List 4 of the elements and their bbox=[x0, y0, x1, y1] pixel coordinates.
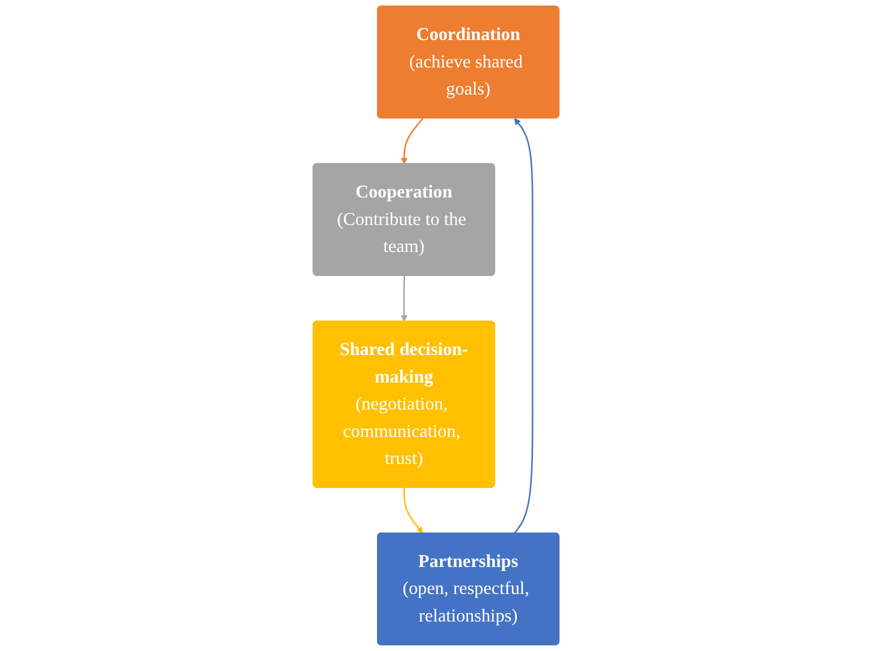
arrow bbox=[514, 118, 534, 534]
arrow bbox=[400, 118, 424, 164]
arrow bbox=[403, 488, 424, 534]
arrow bbox=[400, 276, 408, 322]
